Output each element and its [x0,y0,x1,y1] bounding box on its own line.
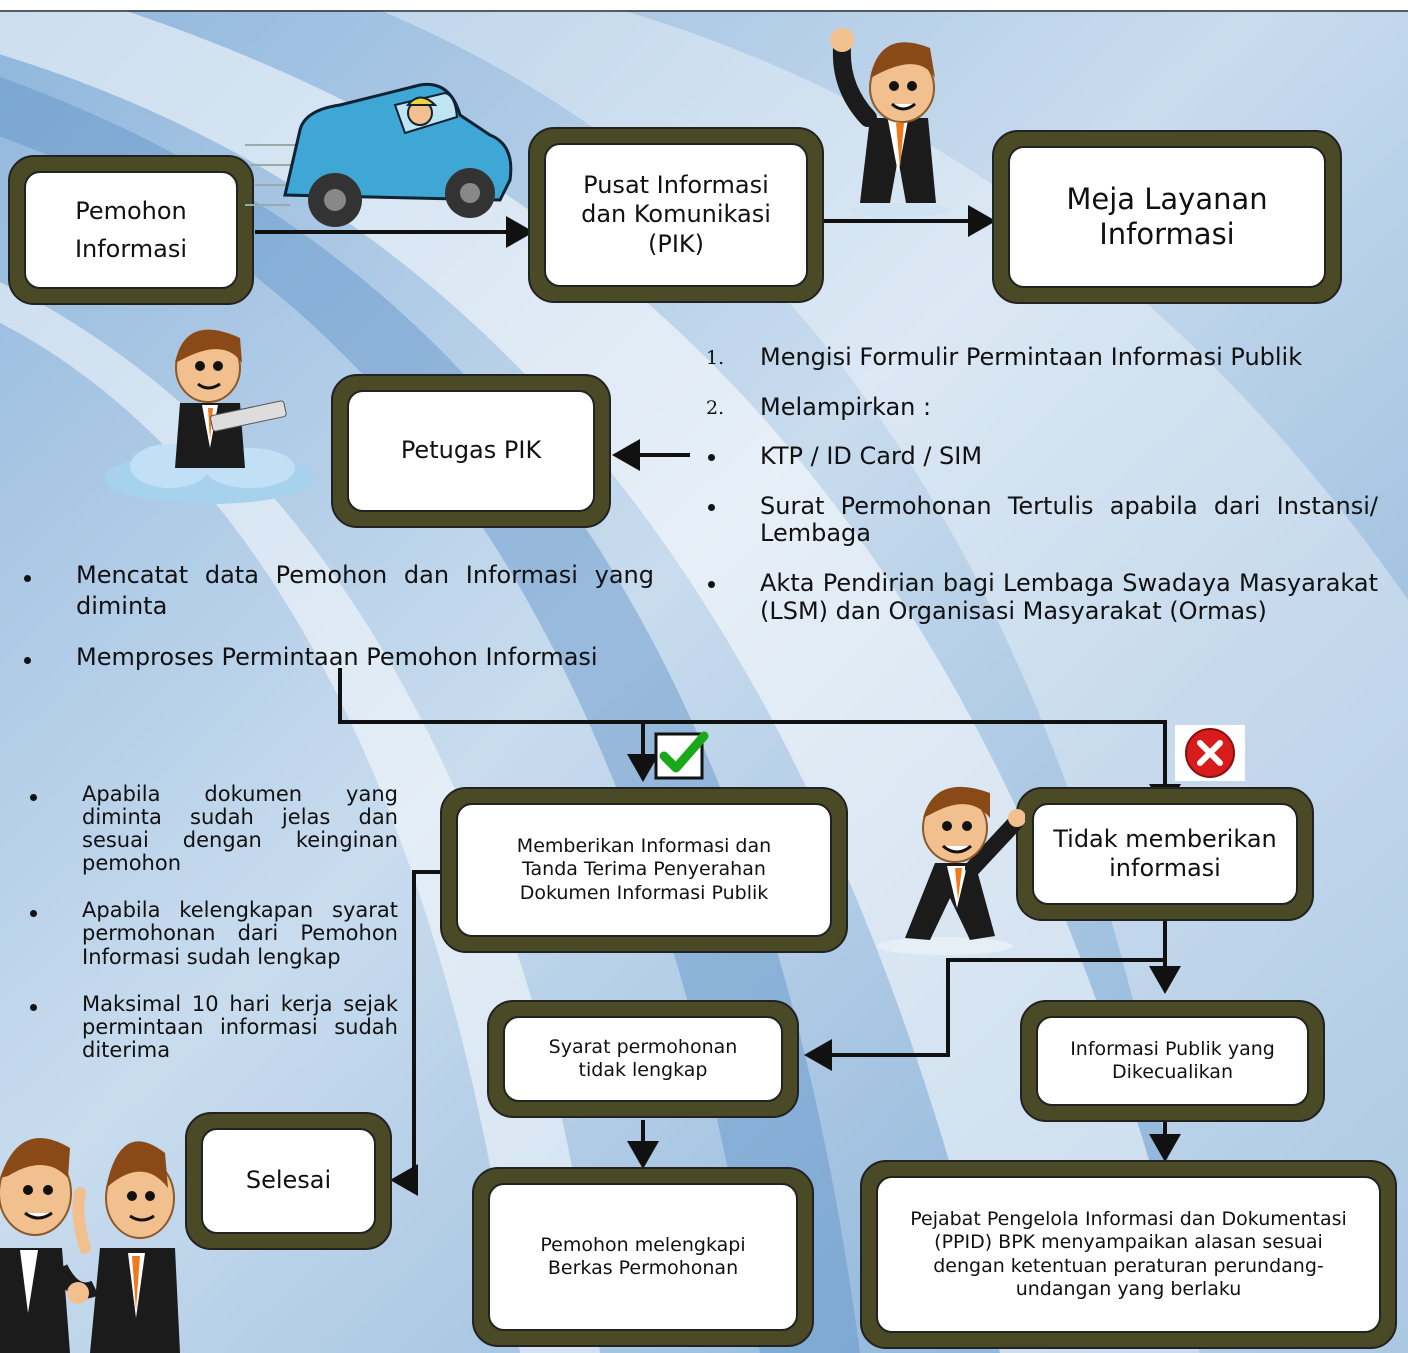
conditions-list: Apabila dokumen yang diminta sudah jelas… [28,782,398,1062]
businessman-waving-illustration [830,28,950,217]
box-dikecualikan-text: Informasi Publik yang Dikecualikan [1036,1016,1309,1106]
box-selesai-text: Selesai [201,1128,376,1234]
businessman-pushing-illustration [877,786,1025,955]
list-item: Memproses Permintaan Pemohon Informasi [22,642,654,673]
list-item: Apabila kelengkapan syarat permohonan da… [28,899,398,968]
box-syarat-tidak-lengkap: Syarat permohonan tidak lengkap [487,1000,799,1118]
list-item-text: Memproses Permintaan Pemohon Informasi [76,643,598,672]
box-tidak-text: Tidak memberikan informasi [1032,803,1298,905]
box-memberikan-text: Memberikan Informasi dan Tanda Terima Pe… [456,803,832,937]
box-pemohon-text: Pemohon Informasi [24,171,238,289]
box-meja-layanan: Meja Layanan Informasi [992,130,1342,304]
box-pik: Pusat Informasi dan Komunikasi (PIK) [528,127,824,303]
handshake-businessmen-illustration [0,1138,180,1353]
connector-split [338,668,1181,812]
list-item-text: Melampirkan : [760,392,932,421]
list-item: 2. Melampirkan : [706,392,1378,422]
list-marker: 2. [706,396,725,419]
box-memberikan-informasi: Memberikan Informasi dan Tanda Terima Pe… [440,787,848,953]
box-tidak-memberikan: Tidak memberikan informasi [1016,787,1314,921]
box-pik-text: Pusat Informasi dan Komunikasi (PIK) [544,143,808,287]
petugas-tasks-list: Mencatat data Pemohon dan Informasi yang… [22,560,654,674]
list-marker: 1. [706,347,725,369]
requirements-list: 1. Mengisi Formulir Permintaan Informasi… [706,343,1378,625]
list-item-text: Mencatat data Pemohon dan Informasi yang… [76,561,654,621]
list-item-text: Akta Pendirian bagi Lembaga Swadaya Masy… [760,568,1378,625]
arrow-to-syarat [804,958,1165,1071]
list-item: Maksimal 10 hari kerja sejak permintaan … [28,991,398,1062]
check-icon [654,731,709,780]
list-item-text: Mengisi Formulir Permintaan Informasi Pu… [760,343,1303,371]
list-item: Surat Permohonan Tertulis apabila dari I… [706,491,1378,548]
box-selesai: Selesai [185,1112,392,1250]
box-meja-text: Meja Layanan Informasi [1008,146,1326,288]
box-pemohon-melengkapi: Pemohon melengkapi Berkas Permohonan [472,1167,814,1347]
box-melengkapi-text: Pemohon melengkapi Berkas Permohonan [488,1183,798,1331]
box-ppid-text: Pejabat Pengelola Informasi dan Dokument… [876,1176,1381,1333]
box-syarat-text: Syarat permohonan tidak lengkap [503,1016,783,1102]
list-item-text: Apabila kelengkapan syarat permohonan da… [82,898,398,969]
box-informasi-dikecualikan: Informasi Publik yang Dikecualikan [1020,1000,1325,1122]
box-petugas-pik: Petugas PIK [331,374,611,528]
box-ppid: Pejabat Pengelola Informasi dan Dokument… [860,1160,1397,1349]
cross-icon [1175,725,1245,781]
list-item: Akta Pendirian bagi Lembaga Swadaya Masy… [706,568,1378,625]
list-item-text: Surat Permohonan Tertulis apabila dari I… [760,491,1378,548]
list-item: Apabila dokumen yang diminta sudah jelas… [28,782,398,876]
box-pemohon-informasi: Pemohon Informasi [8,155,254,305]
arrow-memberikan-to-selesai [390,870,440,1196]
list-item: 1. Mengisi Formulir Permintaan Informasi… [706,343,1378,372]
list-item: KTP / ID Card / SIM [706,443,1378,471]
list-item-text: Apabila dokumen yang diminta sudah jelas… [82,782,398,876]
box-petugas-text: Petugas PIK [347,390,595,512]
list-item: Mencatat data Pemohon dan Informasi yang… [22,560,654,622]
businessman-on-cloud-illustration [105,329,315,504]
list-item-text: KTP / ID Card / SIM [760,442,983,471]
car-illustration [245,82,513,227]
list-item-text: Maksimal 10 hari kerja sejak permintaan … [82,991,398,1062]
